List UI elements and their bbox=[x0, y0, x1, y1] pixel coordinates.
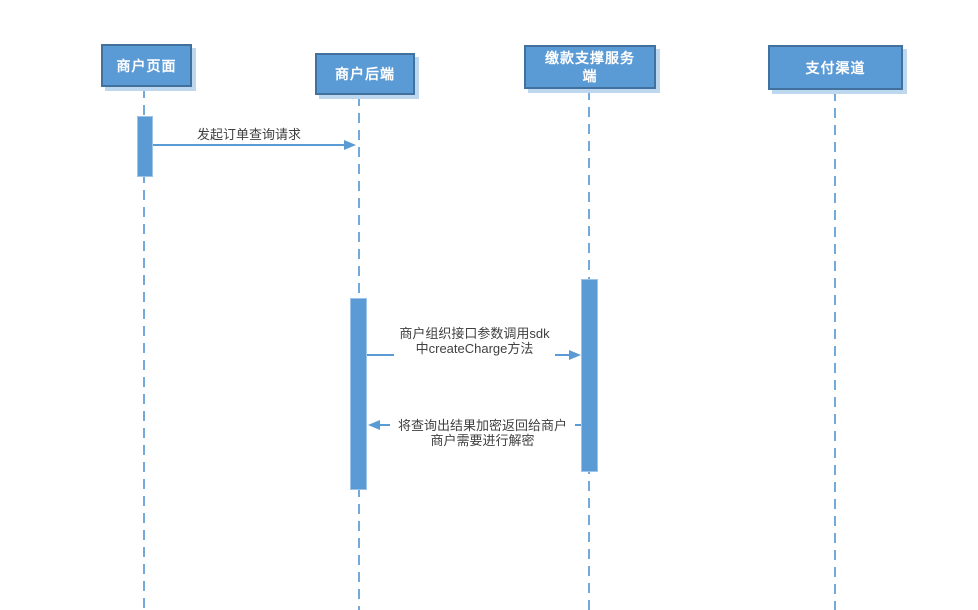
arrowhead-right-icon bbox=[344, 140, 356, 150]
message-arrow-line bbox=[153, 144, 344, 146]
lifeline-header-merchant-backend-label: 商户后端 bbox=[335, 66, 395, 82]
lifeline-header-payment-support-service: 缴款支撑服务 端 bbox=[524, 45, 656, 89]
message-label: 发起订单查询请求 bbox=[196, 127, 301, 142]
lifeline-header-payment-support-service-label: 缴款支撑服务 端 bbox=[545, 50, 635, 84]
arrowhead-left-icon bbox=[368, 420, 380, 430]
lifeline-header-merchant-page: 商户页面 bbox=[101, 44, 192, 87]
activation-bar-merchant-page bbox=[137, 116, 153, 177]
lifeline-header-merchant-backend: 商户后端 bbox=[315, 53, 415, 95]
activation-bar-merchant-backend bbox=[350, 298, 367, 490]
lifeline-payment-channel bbox=[834, 91, 836, 610]
lifeline-header-payment-channel-label: 支付渠道 bbox=[805, 59, 866, 76]
activation-bar-payment-support-service bbox=[581, 279, 598, 472]
arrowhead-right-icon bbox=[569, 350, 581, 360]
lifeline-header-merchant-page-label: 商户页面 bbox=[116, 57, 177, 74]
message-label: 商户组织接口参数调用sdk 中createCharge方法 bbox=[394, 326, 555, 356]
message-label: 将查询出结果加密返回给商户 商户需要进行解密 bbox=[390, 418, 575, 448]
lifeline-header-payment-channel: 支付渠道 bbox=[768, 45, 903, 90]
lifeline-merchant-page bbox=[143, 88, 145, 610]
